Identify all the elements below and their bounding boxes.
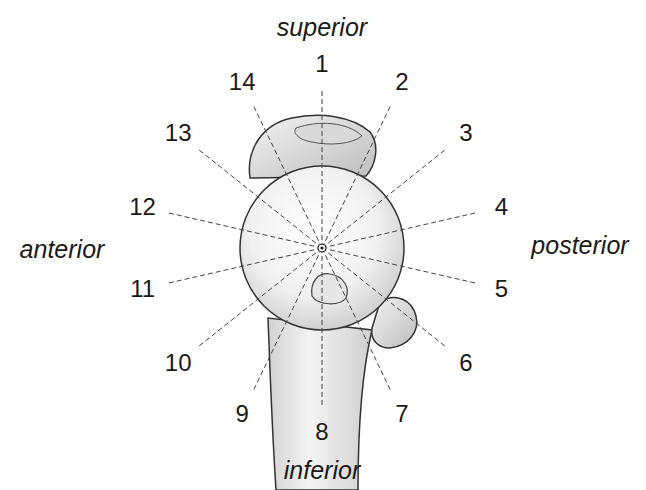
callout-number: 9 — [235, 402, 248, 426]
direction-label: superior — [277, 15, 367, 40]
callout-number: 7 — [395, 402, 408, 426]
callout-number: 12 — [129, 195, 156, 219]
direction-label: posterior — [531, 233, 628, 258]
callout-number: 14 — [229, 70, 256, 94]
callout-number: 6 — [459, 351, 472, 375]
callout-number: 1 — [315, 52, 328, 76]
direction-label: inferior — [284, 458, 360, 483]
direction-label: anterior — [20, 237, 105, 262]
callout-number: 8 — [315, 420, 328, 444]
callout-number: 13 — [165, 121, 192, 145]
callout-number: 2 — [395, 70, 408, 94]
callout-number: 4 — [495, 195, 508, 219]
callout-number: 3 — [459, 121, 472, 145]
callout-number: 5 — [495, 277, 508, 301]
callout-number: 10 — [165, 351, 192, 375]
callout-number: 11 — [130, 277, 155, 301]
